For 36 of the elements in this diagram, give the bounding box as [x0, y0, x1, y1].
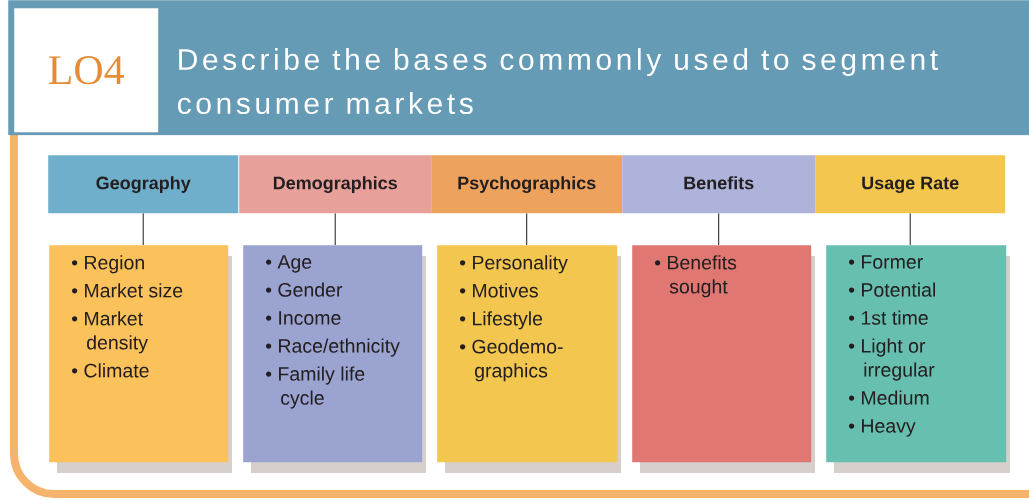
- bullet-item: • Climate: [72, 363, 149, 378]
- connector-line: [526, 212, 528, 246]
- bullet-item: • Lifestyle: [459, 311, 543, 330]
- list-card: [826, 245, 1007, 463]
- bullet-item: • Region: [72, 255, 144, 274]
- category-header: Demographics: [239, 155, 432, 214]
- bullet-item: • Age: [266, 255, 312, 273]
- bullet-item: • Benefits sought: [654, 255, 737, 298]
- bullet-item: • Market density: [72, 311, 148, 354]
- connector-line: [142, 212, 144, 246]
- category-header: Usage Rate: [815, 155, 1006, 214]
- bullet-item: • Former: [848, 255, 923, 269]
- list-card: [49, 245, 229, 463]
- bullet-item: • 1st time: [848, 310, 928, 325]
- category-header: Psychographics: [431, 155, 623, 214]
- connector-line: [334, 212, 336, 246]
- list-card: [437, 245, 618, 463]
- outcome-badge: LO4: [14, 8, 159, 133]
- bullet-item: • Personality: [459, 255, 568, 274]
- connector-line: [909, 212, 911, 246]
- category-header: Benefits: [622, 155, 816, 214]
- bullet-item: • Light or irregular: [848, 338, 935, 381]
- bullet-item: • Family life cycle: [266, 366, 365, 409]
- bullet-item: • Market size: [72, 283, 183, 298]
- bullet-item: • Medium: [848, 390, 929, 405]
- bullet-item: • Gender: [266, 282, 343, 297]
- bullet-item: • Income: [266, 311, 341, 325]
- connector-line: [718, 212, 720, 246]
- bullet-item: • Geodemo-graphics: [459, 339, 563, 382]
- list-card: [243, 245, 423, 463]
- bullet-item: • Race/ethnicity: [266, 338, 400, 357]
- bullet-item: • Heavy: [848, 419, 916, 437]
- category-header: Geography: [48, 155, 239, 214]
- list-card: [632, 245, 812, 463]
- bullet-item: • Potential: [848, 282, 935, 297]
- bullet-item: • Motives: [459, 283, 538, 298]
